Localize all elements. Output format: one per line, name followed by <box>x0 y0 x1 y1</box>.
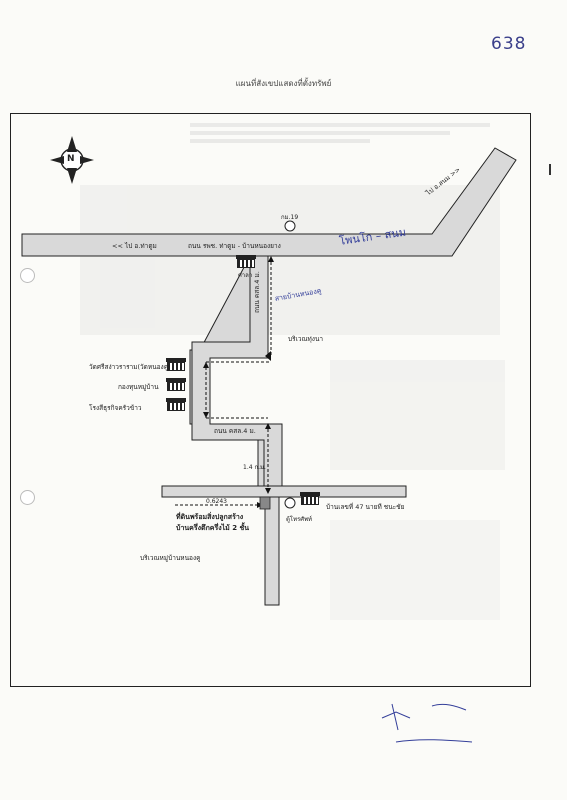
village-fund-building-icon <box>166 378 186 391</box>
km-post-label: กม.19 <box>281 214 299 221</box>
plot-marker <box>259 496 271 510</box>
main-road <box>21 147 517 257</box>
punch-hole-top <box>20 268 35 283</box>
north-label: N <box>67 154 75 164</box>
rice-mill-label: โรงสีธุรกิจครัวข้าว <box>89 404 142 412</box>
main-road-name: ถนน รพช. ท่าตูม - บ้านหนองยาง <box>188 242 281 250</box>
pha-na-area-label: บริเวณทุ่งนา <box>288 335 324 343</box>
roads <box>21 147 517 606</box>
sala-label: ศาลา <box>238 272 253 279</box>
temple-label: วัดศรีสง่าวราราม(วัดหนองคู) <box>89 363 171 371</box>
plot-label-line2: บ้านครึ่งตึกครึ่งไม้ 2 ชั้น <box>176 524 250 532</box>
road-west-label: << ไป อ.ท่าตูม <box>112 242 157 250</box>
north-arrow-icon <box>50 136 94 184</box>
phone-booth-circle <box>284 497 296 509</box>
cross-road <box>161 485 407 498</box>
village-road-north-label: ถนน คสล.4 ม. <box>253 271 261 313</box>
village-fund-label: กองทุนหมู่บ้าน <box>118 383 159 391</box>
phone-booth-label: ตู้โทรศัพท์ <box>286 516 313 523</box>
edge-mark <box>549 164 551 175</box>
page-number: 638 <box>491 34 527 54</box>
distance-road-label: 1.4 ก.ม. <box>243 464 266 471</box>
village-road-south-label: ถนน คสล.4 ม. <box>214 427 256 435</box>
south-road <box>264 496 280 606</box>
rice-mill-building-icon <box>166 398 186 411</box>
punch-hole-bottom <box>20 490 35 505</box>
arrow-heads <box>203 256 274 508</box>
plot-label-line1: ที่ดินพร้อมสิ่งปลูกสร้าง <box>176 513 244 521</box>
house-47-label: บ้านเลขที่ 47 นายที ชนะชัย <box>326 503 405 511</box>
route-arrows <box>175 262 272 506</box>
page-title: แผนที่สังเขปแสดงที่ตั้งทรัพย์ <box>235 79 332 88</box>
house-47-building-icon <box>300 492 320 505</box>
village-area-label: บริเวณหมู่บ้านหนองคู <box>140 554 201 562</box>
handwritten-scribbles <box>381 703 473 743</box>
km-post-circle <box>284 220 296 232</box>
distance-plot-label: 0.6243 <box>206 498 227 505</box>
map-frame <box>10 113 531 687</box>
bleed-through <box>80 123 505 620</box>
temple-building-icon <box>166 358 186 371</box>
sala-building-icon <box>236 255 256 268</box>
